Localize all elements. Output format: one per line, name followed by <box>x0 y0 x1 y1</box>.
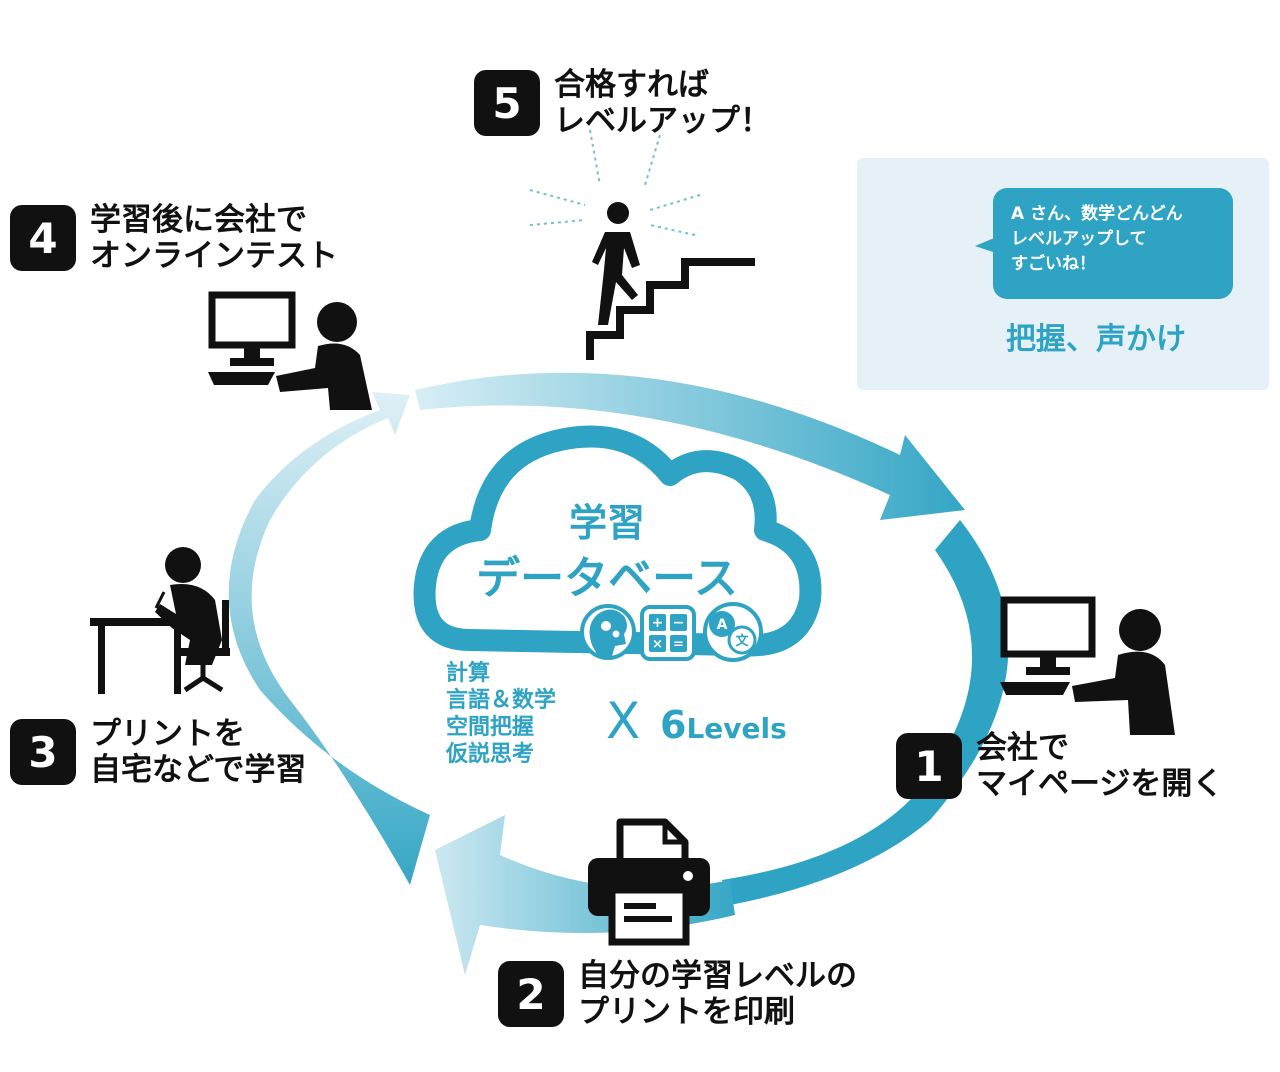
step-line: レベルアップ！ <box>554 103 771 139</box>
step-description: プリントを 自宅などで学習 <box>90 716 306 788</box>
step-number-badge: 5 <box>474 70 540 136</box>
step-description: 学習後に会社で オンラインテスト <box>90 202 338 274</box>
mypage-computer-person-icon <box>1000 596 1175 735</box>
online-test-person-icon <box>208 291 372 410</box>
category-list: 計算 言語＆数学 空間把握 仮説思考 <box>446 660 556 768</box>
step-description: 自分の学習レベルの プリントを印刷 <box>578 958 857 1030</box>
step-description: 会社で マイページを開く <box>976 730 1223 802</box>
step-2: 2 自分の学習レベルの プリントを印刷 <box>498 958 857 1030</box>
levels-word: Levels <box>686 712 787 745</box>
cycle-arrow-top <box>415 372 965 520</box>
manager-panel-caption: 把握、声かけ <box>1006 322 1186 357</box>
svg-text:−: − <box>673 615 685 631</box>
svg-text:×: × <box>652 637 663 652</box>
cloud-title-line-2: データベース <box>476 553 738 604</box>
step-line: オンラインテスト <box>90 238 338 274</box>
translate-bubbles-icon: A 文 <box>703 602 763 662</box>
times-symbol: X <box>606 692 641 750</box>
step-line: 自宅などで学習 <box>90 752 307 788</box>
printer-icon <box>588 818 710 946</box>
step-5: 5 合格すれば レベルアップ！ <box>474 67 771 139</box>
cycle-arrow-left <box>228 392 430 885</box>
database-cloud <box>413 425 822 657</box>
step-3: 3 プリントを 自宅などで学習 <box>10 716 306 788</box>
stairs-climber-icon <box>529 129 755 360</box>
bubble-line-2: レベルアップして <box>1011 229 1147 249</box>
category-item: 言語＆数学 <box>446 688 557 713</box>
step-number-badge: 2 <box>498 961 564 1027</box>
category-item: 計算 <box>446 661 491 686</box>
step-line: 合格すれば <box>554 67 709 103</box>
step-1: 1 会社で マイページを開く <box>896 730 1223 802</box>
levels-number: 6 <box>660 703 687 747</box>
step-line: プリントを印刷 <box>578 994 795 1030</box>
bubble-line-1: A さん、数学どんどん <box>1011 204 1183 224</box>
desk-study-person-icon <box>90 547 230 694</box>
step-line: マイページを開く <box>976 766 1224 802</box>
svg-text:+: + <box>652 615 664 631</box>
cycle-arrow-right <box>722 520 1009 905</box>
calculator-icon: + − × = <box>640 605 696 661</box>
step-line: 会社で <box>976 730 1069 766</box>
step-4: 4 学習後に会社で オンラインテスト <box>10 202 338 274</box>
step-number-badge: 4 <box>10 205 76 271</box>
brain-gears-icon <box>580 604 636 660</box>
levels-label: 6Levels <box>660 703 787 747</box>
cycle-arrow-bottom <box>435 815 735 975</box>
step-line: 自分の学習レベルの <box>578 958 857 994</box>
category-item: 仮説思考 <box>446 742 535 767</box>
svg-text:文: 文 <box>735 633 749 649</box>
step-description: 合格すれば レベルアップ！ <box>554 67 771 139</box>
svg-text:=: = <box>673 637 684 652</box>
bubble-line-3: すごいね！ <box>1011 254 1096 274</box>
svg-text:A: A <box>717 617 728 633</box>
cloud-title-line-1: 学習 <box>568 501 645 545</box>
category-item: 空間把握 <box>446 715 535 740</box>
manager-speech-bubble: A さん、数学どんどん レベルアップして すごいね！ <box>993 188 1233 299</box>
step-line: プリントを <box>90 716 245 752</box>
step-number-badge: 1 <box>896 733 962 799</box>
step-number-badge: 3 <box>10 719 76 785</box>
step-line: 学習後に会社で <box>90 202 307 238</box>
